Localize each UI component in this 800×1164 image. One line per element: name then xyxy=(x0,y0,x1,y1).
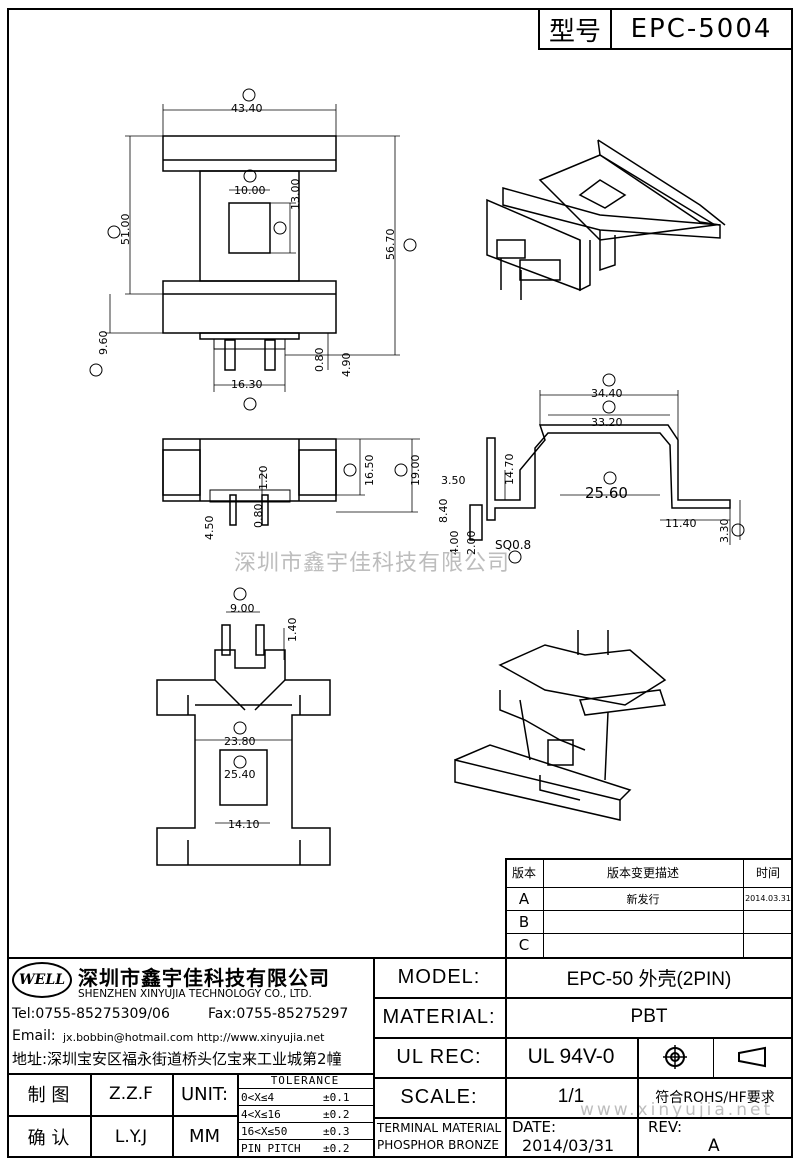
front-view xyxy=(162,438,420,526)
draw-label: 制 图 xyxy=(27,1085,70,1106)
bottom-view xyxy=(156,611,331,866)
watermark-url: www.xinyujia.net xyxy=(580,1100,774,1120)
dim-a: 43.40 xyxy=(231,102,263,115)
dim-m: 3.30 xyxy=(718,518,731,544)
dim-g: 16.30 xyxy=(231,378,263,391)
tol-range-3: 16<X≤50 xyxy=(241,1125,288,1138)
rev-row-a-version: A xyxy=(518,889,530,908)
dim-080b: 0.80 xyxy=(252,503,265,529)
scale-value: 1/1 xyxy=(557,1086,585,1107)
top-view xyxy=(105,104,400,392)
dim-b: 51.00 xyxy=(119,213,132,246)
material-value: PBT xyxy=(630,1006,668,1027)
dim-120: 1.20 xyxy=(257,465,270,491)
model-code: EPC-5004 xyxy=(630,14,773,44)
company-logo: WELL xyxy=(12,962,72,998)
unit-value: MM xyxy=(188,1126,221,1147)
model-value: EPC-50 外壳(2PIN) xyxy=(566,968,732,990)
tol-range-1: 0<X≤4 xyxy=(241,1091,275,1104)
model-code-box: EPC-5004 xyxy=(610,8,793,50)
dim-080: 0.80 xyxy=(313,347,326,373)
dim-f: 56.70 xyxy=(384,228,397,261)
projection-cone-cell xyxy=(713,1037,793,1077)
rev-header-date: 时间 xyxy=(755,866,780,880)
dim-i: 19.00 xyxy=(409,454,422,487)
tolerance-title: TOLERANCE xyxy=(270,1074,340,1087)
dim-o: 25.40 xyxy=(224,768,256,781)
scale-label: SCALE: xyxy=(400,1085,478,1108)
rev-label: REV: xyxy=(648,1118,682,1136)
dim-840: 8.40 xyxy=(437,498,450,524)
company-address: 地址:深圳宝安区福永街道桥头亿宝来工业城第2幢 xyxy=(12,1050,342,1068)
ulrec-label: UL REC: xyxy=(396,1045,482,1068)
tol-val-3: ±0.3 xyxy=(323,1125,350,1138)
dim-c: 9.60 xyxy=(97,330,110,356)
crosshair-icon xyxy=(663,1045,687,1069)
company-fax: Fax:0755-85275297 xyxy=(208,1006,349,1022)
side-view xyxy=(469,390,741,545)
dim-p: 9.00 xyxy=(230,602,255,615)
tol-val-2: ±0.2 xyxy=(323,1108,350,1121)
projection-symbol-cell xyxy=(637,1037,713,1077)
dim-490: 4.90 xyxy=(340,352,353,378)
unit-label: UNIT: xyxy=(180,1083,229,1105)
tol-range-4: PIN PITCH xyxy=(241,1142,301,1155)
date-value: 2014/03/31 xyxy=(522,1136,615,1155)
type-label: 型号 xyxy=(548,16,601,47)
dim-450: 4.50 xyxy=(203,515,216,541)
tol-val-4: ±0.2 xyxy=(323,1142,350,1155)
rev-row-c-version: C xyxy=(518,936,530,954)
check-value: L.Y.J xyxy=(114,1126,148,1147)
terminal-material-label: TERMINAL MATERIAL xyxy=(377,1121,502,1135)
draw-value: Z.Z.F xyxy=(109,1084,153,1104)
rev-value: A xyxy=(708,1136,720,1156)
dim-1410: 14.10 xyxy=(228,818,260,831)
type-label-box: 型号 xyxy=(538,8,612,50)
terminal-material-value: PHOSPHOR BRONZE xyxy=(377,1138,499,1152)
tol-range-2: 4<X≤16 xyxy=(241,1108,281,1121)
dim-d: 10.00 xyxy=(234,184,266,197)
dim-j: 34.40 xyxy=(591,387,623,400)
material-label: MATERIAL: xyxy=(382,1005,496,1028)
rev-row-a-date: 2014.03.31 xyxy=(745,894,791,903)
dim-l: 25.60 xyxy=(585,484,628,502)
company-tel: Tel:0755-85275309/06 xyxy=(12,1006,170,1022)
dim-140: 1.40 xyxy=(286,617,299,643)
rev-row-a-desc: 新发行 xyxy=(626,892,660,906)
company-name-cn: 深圳市鑫宇佳科技有限公司 xyxy=(78,966,330,990)
watermark-company: 深圳市鑫宇佳科技有限公司 xyxy=(234,551,511,576)
dim-350: 3.50 xyxy=(441,474,466,487)
dim-e: 13.00 xyxy=(289,178,302,211)
ulrec-value: UL 94V-0 xyxy=(527,1045,615,1068)
company-email: jx.bobbin@hotmail.com http://www.xinyuji… xyxy=(63,1031,325,1044)
dim-k: 33.20 xyxy=(591,416,623,429)
dim-1470: 14.70 xyxy=(503,453,516,486)
company-email-label: Email: xyxy=(12,1028,56,1044)
drawing-frame xyxy=(7,8,793,1158)
dim-1140: 11.40 xyxy=(665,517,697,530)
logo-text: WELL xyxy=(18,972,66,988)
date-label: DATE: xyxy=(512,1118,557,1136)
company-name-en: SHENZHEN XINYUJIA TECHNOLOGY CO., LTD. xyxy=(78,988,312,1000)
dim-sq: SQ0.8 xyxy=(495,538,532,552)
tol-val-1: ±0.1 xyxy=(323,1091,350,1104)
rev-row-b-version: B xyxy=(518,912,530,931)
dim-h: 16.50 xyxy=(363,454,376,487)
rev-header-version: 版本 xyxy=(511,866,536,880)
rohs-note: 符合ROHS/HF要求 xyxy=(655,1090,775,1106)
rev-header-desc: 版本变更描述 xyxy=(606,866,679,880)
isometric-view-top xyxy=(486,139,726,300)
third-angle-projection-icon xyxy=(738,1046,766,1068)
check-label: 确 认 xyxy=(27,1127,70,1149)
dim-n: 23.80 xyxy=(224,735,256,748)
model-label: MODEL: xyxy=(397,965,481,988)
isometric-view-bottom xyxy=(454,630,667,821)
